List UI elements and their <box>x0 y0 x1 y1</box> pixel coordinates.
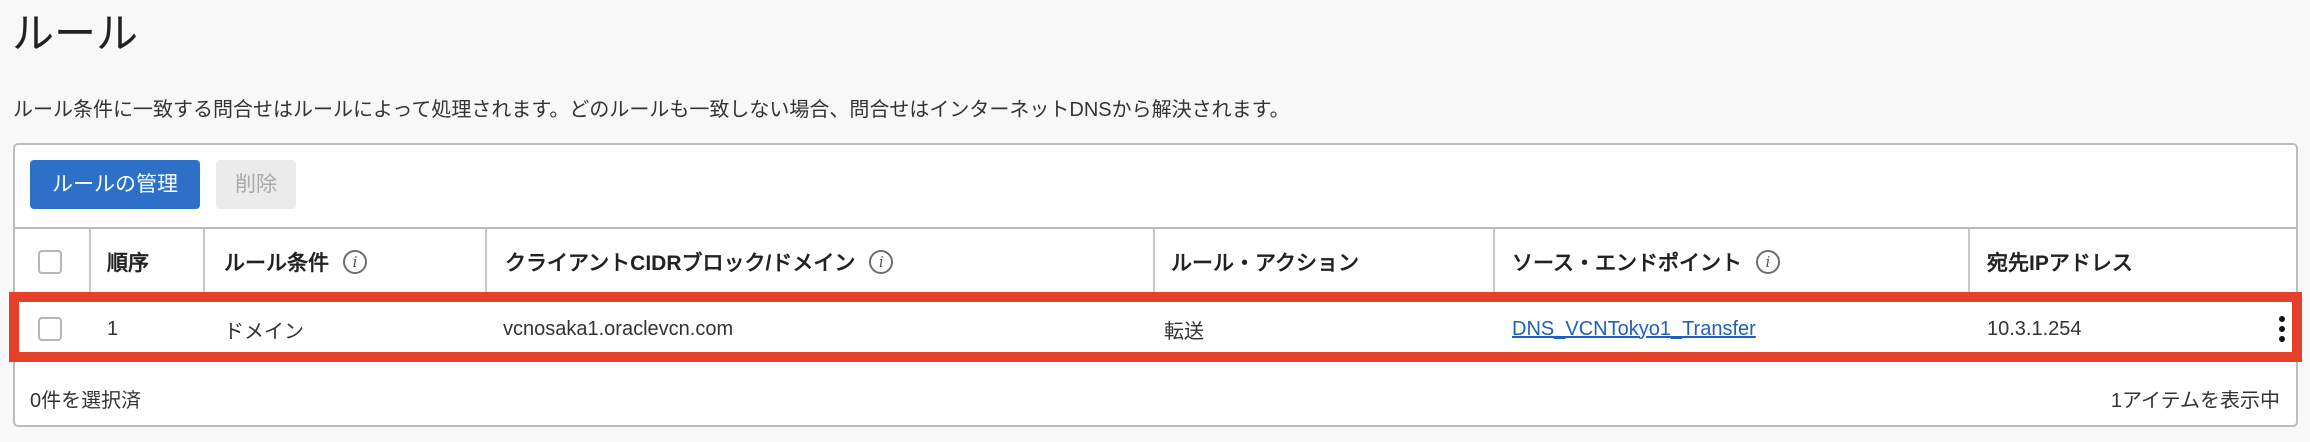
table-toolbar: ルールの管理 削除 <box>15 145 2296 229</box>
column-header-rule-action[interactable]: ルール・アクション <box>1155 229 1495 294</box>
row-select-cell <box>15 294 91 364</box>
kebab-dot <box>2279 316 2285 322</box>
info-icon[interactable]: i <box>1755 249 1780 274</box>
source-endpoint-link[interactable]: DNS_VCNTokyo1_Transfer <box>1512 317 1756 340</box>
column-header-label: ルール条件 <box>224 251 329 275</box>
column-header-order[interactable]: 順序 <box>91 229 205 294</box>
kebab-dot <box>2279 336 2285 342</box>
row-checkbox[interactable] <box>38 317 62 341</box>
info-icon[interactable]: i <box>343 249 367 274</box>
rules-table: ルールの管理 削除 順序 ルール条件 i クライアントCIDRブロック/ドメイン… <box>13 143 2298 427</box>
select-all-checkbox[interactable] <box>38 250 62 274</box>
column-header-client-cidr-domain[interactable]: クライアントCIDRブロック/ドメイン i <box>487 229 1155 294</box>
column-header-source-endpoint[interactable]: ソース・エンドポイント i <box>1495 229 1970 294</box>
page-description: ルール条件に一致する問合せはルールによって処理されます。どのルールも一致しない場… <box>13 99 1290 121</box>
cell-client-domain: vcnosaka1.oraclevcn.com <box>503 317 734 340</box>
table-row[interactable]: 1 ドメイン vcnosaka1.oraclevcn.com 転送 DNS_VC… <box>15 294 2296 364</box>
column-header-label: 宛先IPアドレス <box>1987 251 2133 275</box>
page-title: ルール <box>12 10 139 57</box>
table-header-row: 順序 ルール条件 i クライアントCIDRブロック/ドメイン i ルール・アクシ… <box>15 229 2296 294</box>
table-footer: 0件を選択済 1アイテムを表示中 <box>15 364 2296 427</box>
items-shown-count: 1アイテムを表示中 <box>2110 390 2280 412</box>
cell-order: 1 <box>107 317 119 340</box>
column-header-label: クライアントCIDRブロック/ドメイン <box>505 251 856 275</box>
info-icon[interactable]: i <box>869 249 894 274</box>
cell-rule-condition: ドメイン <box>224 320 304 343</box>
manage-rules-button[interactable]: ルールの管理 <box>30 160 200 209</box>
column-header-label: 順序 <box>107 251 149 275</box>
cell-source-endpoint: DNS_VCNTokyo1_Transfer <box>1512 294 1756 364</box>
cell-rule-action: 転送 <box>1164 320 1204 343</box>
column-header-destination-ip[interactable]: 宛先IPアドレス <box>1970 229 2296 294</box>
column-header-label: ルール・アクション <box>1171 251 1359 275</box>
column-header-label: ソース・エンドポイント <box>1512 251 1742 275</box>
kebab-dot <box>2279 326 2285 332</box>
delete-button: 削除 <box>216 160 296 209</box>
header-select-all-cell <box>15 229 91 294</box>
selected-count: 0件を選択済 <box>30 390 142 412</box>
row-actions-kebab-icon[interactable] <box>2276 316 2288 342</box>
column-header-rule-condition[interactable]: ルール条件 i <box>205 229 487 294</box>
cell-destination-ip: 10.3.1.254 <box>1987 317 2082 340</box>
